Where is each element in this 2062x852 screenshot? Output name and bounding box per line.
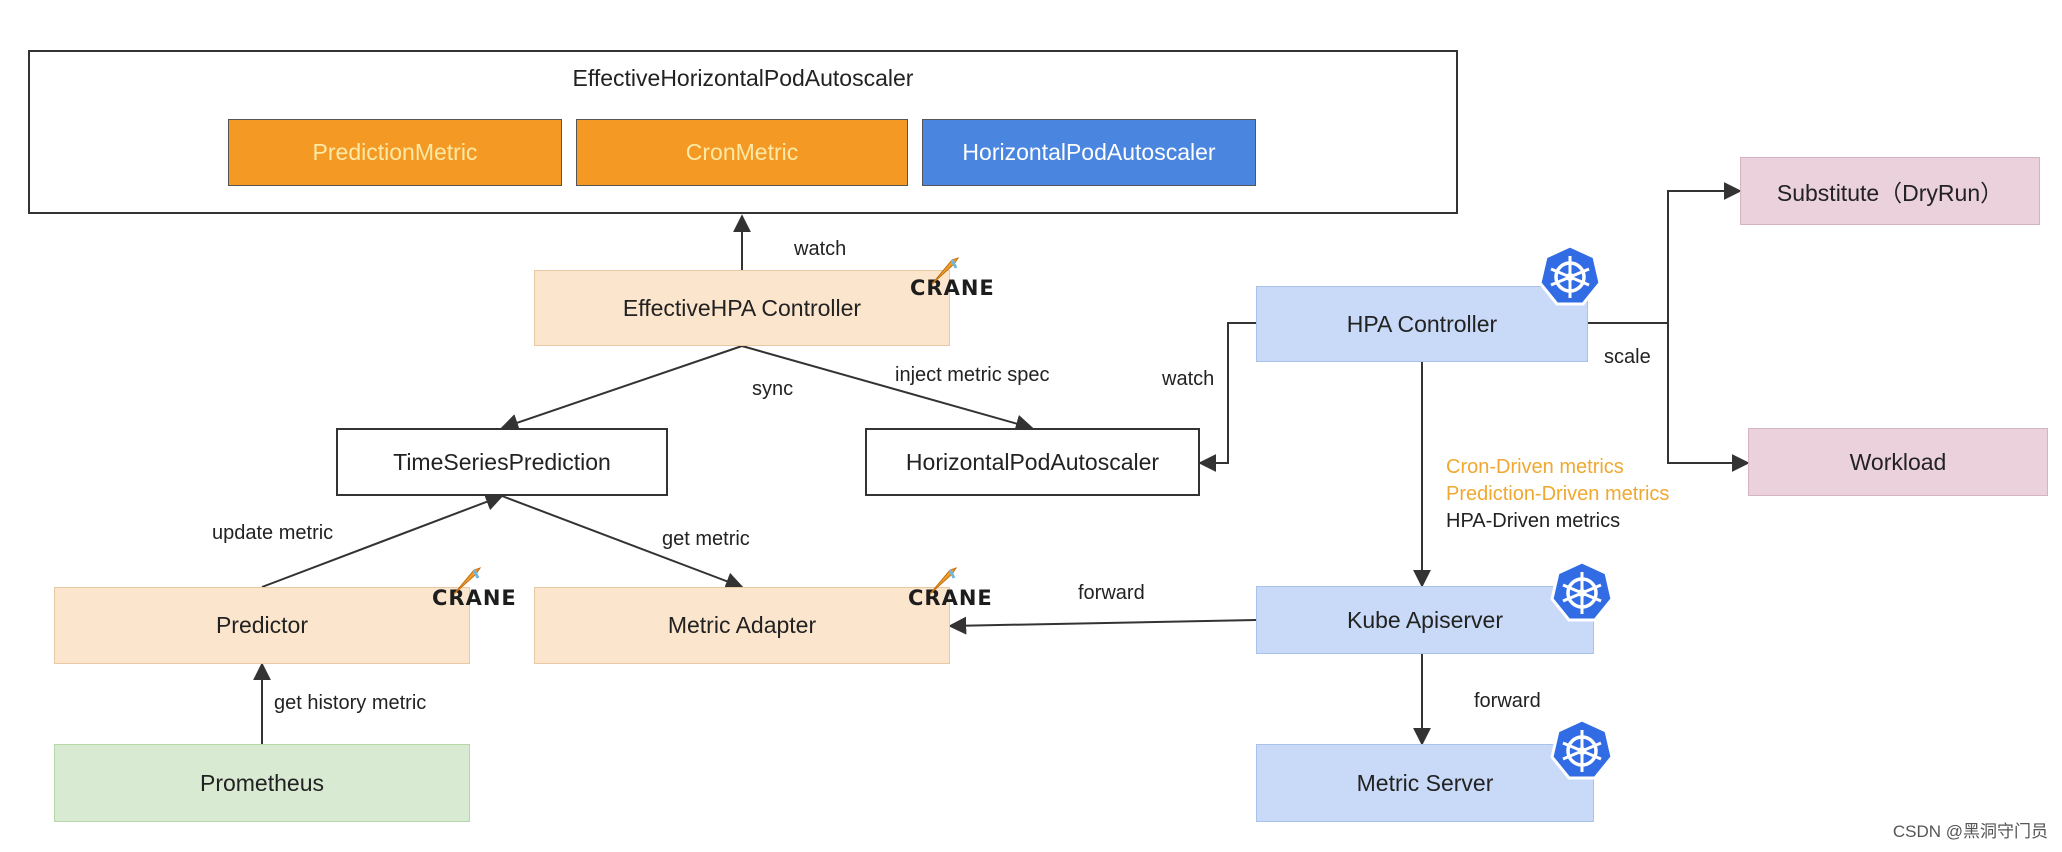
edge-forward-adapter	[948, 616, 1257, 635]
ehpa-title: EffectiveHorizontalPodAutoscaler	[572, 65, 914, 91]
prediction-metric-box: PredictionMetric	[228, 119, 562, 186]
crane-logo-controller: CRANE	[910, 257, 995, 300]
note-cron-driven: Cron-Driven metrics	[1446, 456, 1624, 478]
crane-logo-adapter: CRANE	[908, 567, 993, 610]
metric-adapter-box: Metric Adapter	[534, 587, 950, 664]
label-get-history: get history metric	[274, 692, 427, 714]
label-forward-server: forward	[1474, 690, 1541, 712]
crane-logo-text: CRANE	[432, 586, 517, 610]
cron-metric-box: CronMetric	[576, 119, 908, 186]
note-prediction-driven: Prediction-Driven metrics	[1446, 483, 1670, 505]
edge-get-metric	[501, 495, 744, 590]
label-watch-hpa: watch	[1162, 368, 1215, 390]
label-sync: sync	[752, 378, 794, 400]
label-forward-adapter: forward	[1078, 582, 1145, 604]
prometheus-box: Prometheus	[54, 744, 470, 822]
label-inject: inject metric spec	[895, 364, 1050, 386]
kubernetes-icon	[1538, 244, 1602, 306]
hpa-controller-box: HPA Controller	[1256, 286, 1588, 362]
crane-bird-icon	[453, 567, 482, 595]
crane-logo-predictor: CRANE	[432, 567, 517, 610]
watermark: CSDN @黑洞守门员	[1892, 822, 2048, 841]
edge-scale-workload	[1667, 323, 1750, 472]
label-get-metric: get metric	[662, 528, 750, 550]
crane-bird-icon	[931, 257, 960, 285]
label-watch-top: watch	[794, 238, 847, 260]
hpa-inner-box: HorizontalPodAutoscaler	[922, 119, 1256, 186]
predictor-box: Predictor	[54, 587, 470, 664]
label-scale: scale	[1604, 346, 1651, 368]
hpa-object-box: HorizontalPodAutoscaler	[865, 428, 1200, 496]
kube-apiserver-box: Kube Apiserver	[1256, 586, 1594, 654]
edge-inject	[741, 345, 1034, 433]
label-update-metric: update metric	[212, 522, 334, 544]
workload-box: Workload	[1748, 428, 2048, 496]
kubernetes-icon	[1550, 718, 1614, 780]
kubernetes-icon	[1550, 560, 1614, 622]
edge-watch-hpa	[1198, 322, 1256, 472]
edge-scale-substitute	[1588, 182, 1742, 324]
crane-logo-text: CRANE	[910, 276, 995, 300]
edge-update-metric	[261, 493, 504, 588]
note-hpa-driven: HPA-Driven metrics	[1446, 510, 1621, 532]
tsp-box: TimeSeriesPrediction	[336, 428, 668, 496]
crane-logo-text: CRANE	[908, 586, 993, 610]
substitute-box: Substitute（DryRun）	[1740, 157, 2040, 225]
metric-server-box: Metric Server	[1256, 744, 1594, 822]
crane-bird-icon	[929, 567, 958, 595]
edge-sync	[500, 345, 743, 432]
ehpa-controller-box: EffectiveHPA Controller	[534, 270, 950, 346]
